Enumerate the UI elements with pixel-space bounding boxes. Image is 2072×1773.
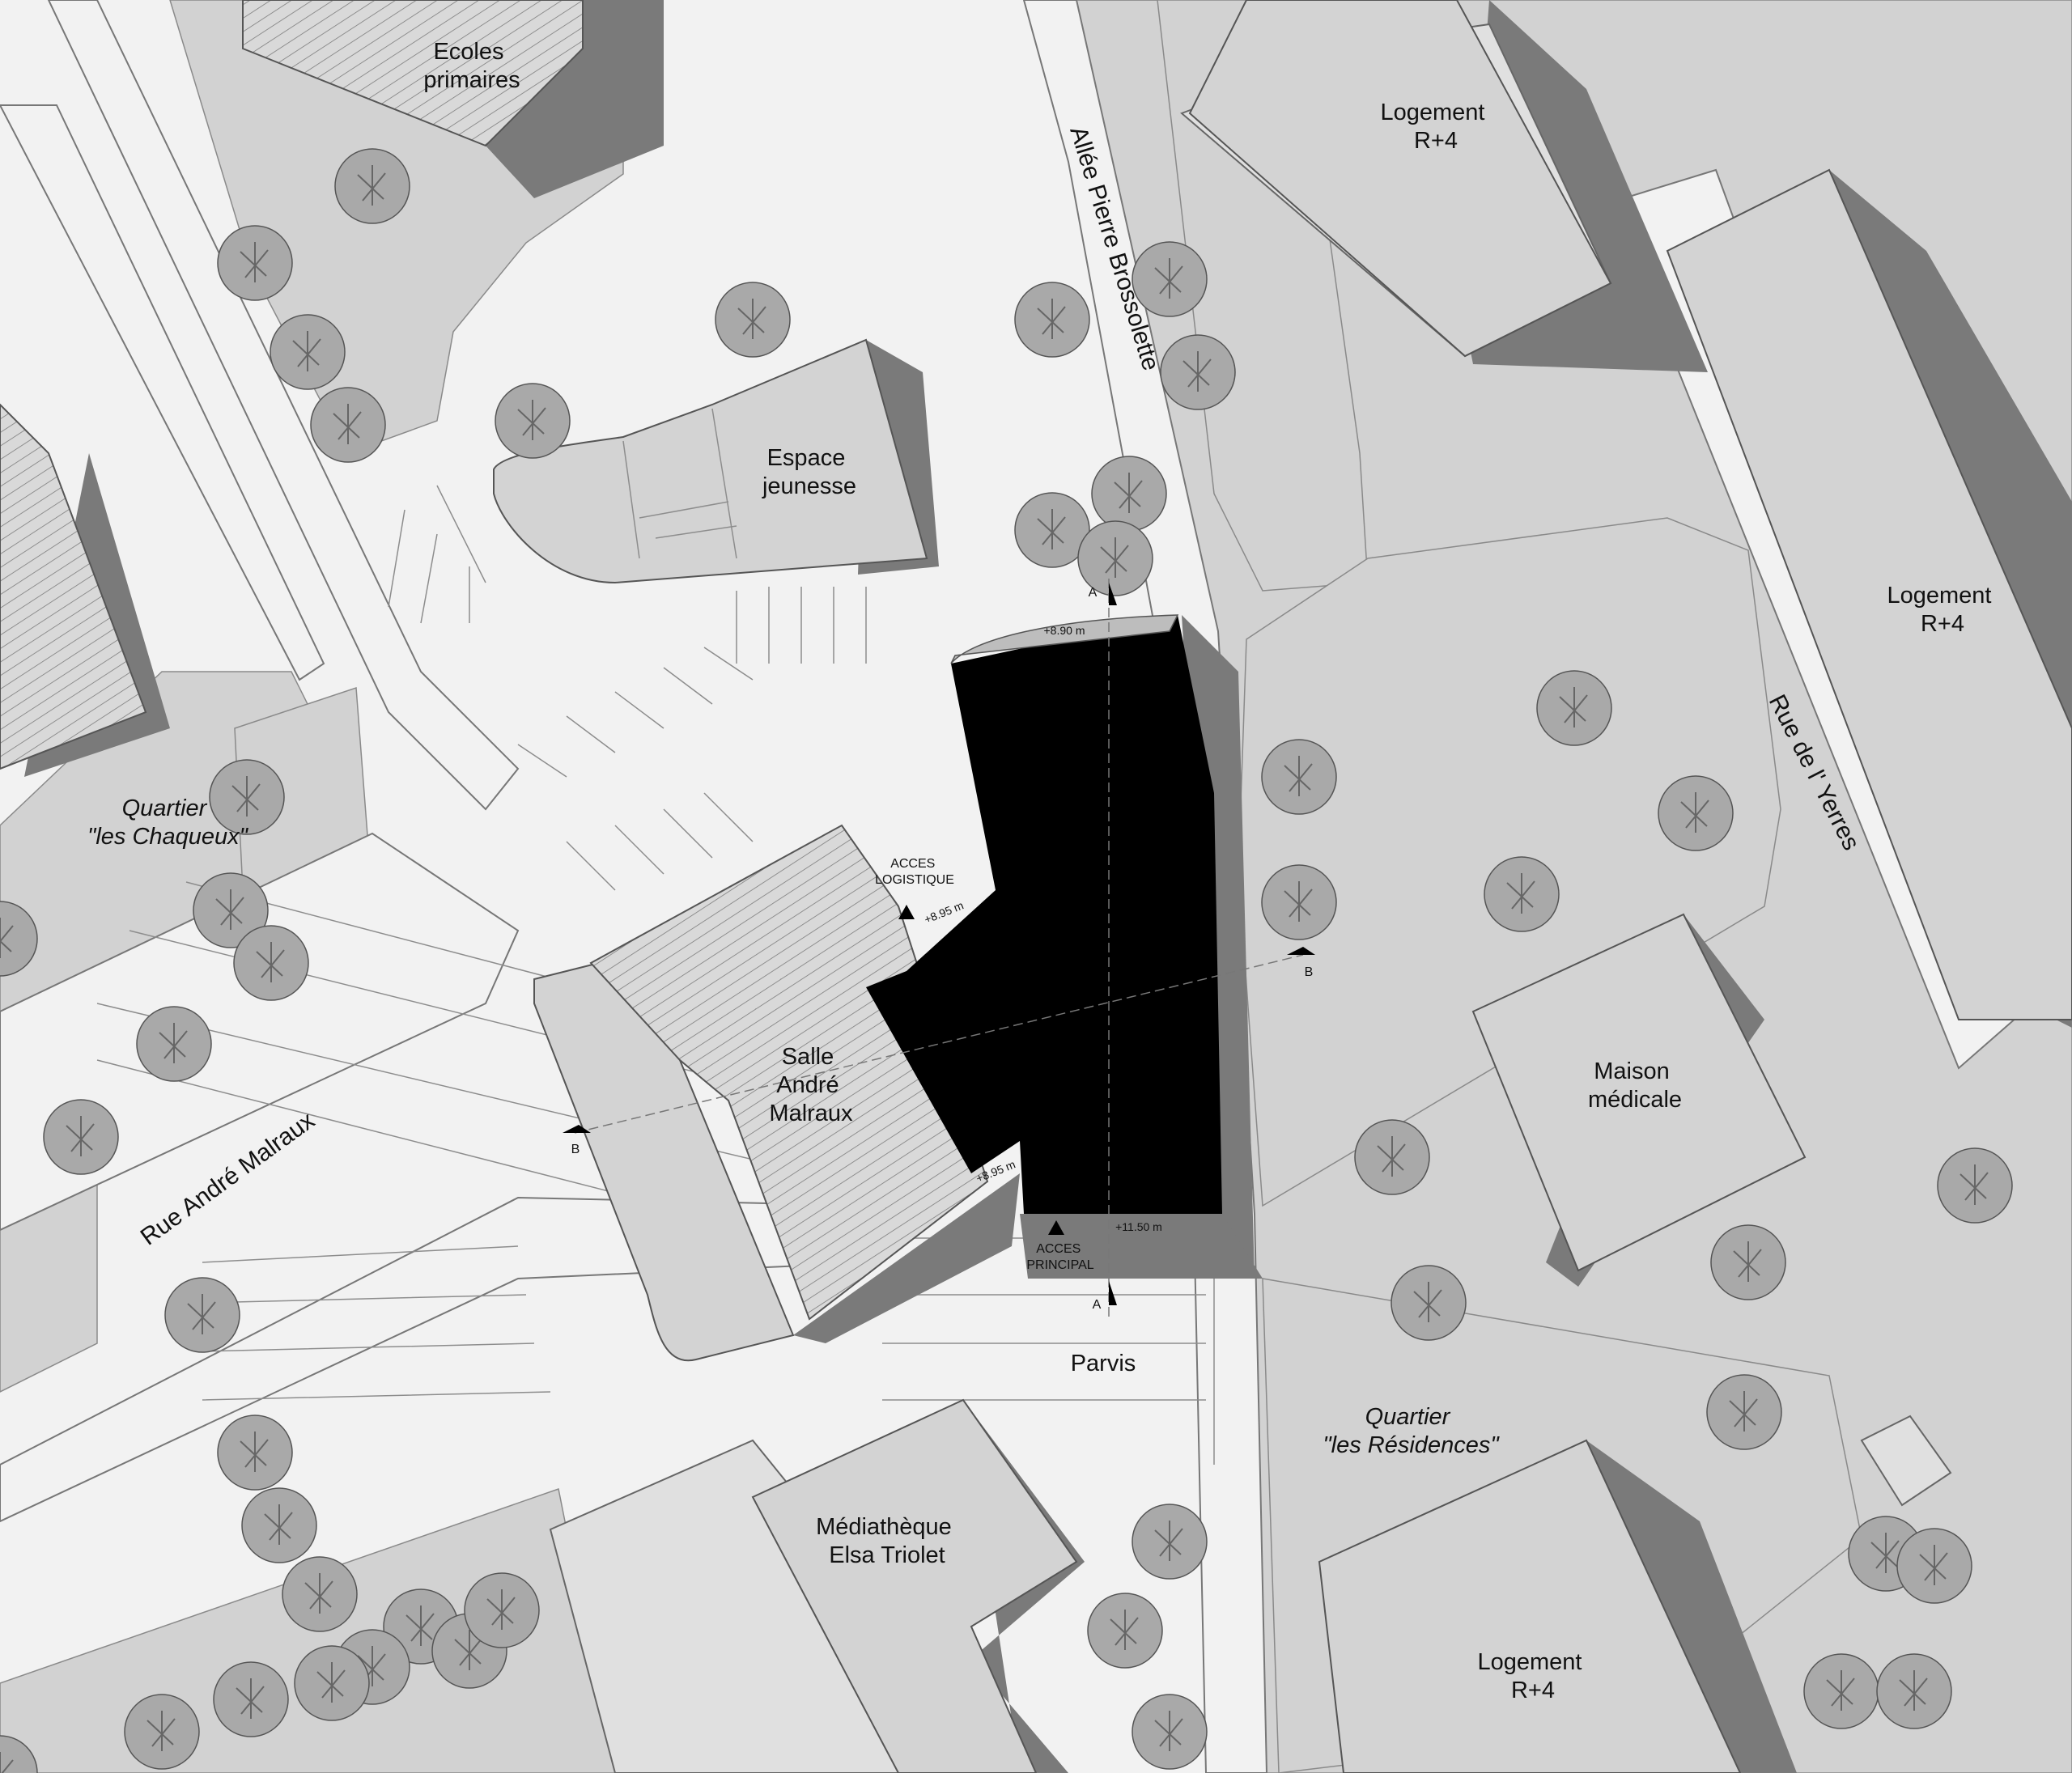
dimension-bottom: +11.50 m xyxy=(1115,1220,1162,1233)
section-mark-b-right: B xyxy=(1305,965,1314,979)
section-lines xyxy=(563,579,1315,1319)
arrow-principal-icon xyxy=(1048,1220,1064,1235)
label-espace-jeunesse: Espace jeunesse xyxy=(762,445,856,499)
arrow-logistique-icon xyxy=(898,905,915,919)
label-acces-principal: ACCES PRINCIPAL xyxy=(1026,1242,1093,1272)
section-mark-b-left: B xyxy=(571,1143,580,1156)
arrow-a-top-icon xyxy=(1109,583,1117,605)
label-logement-bottom: Logement R+4 xyxy=(1477,1649,1588,1703)
salle-andre-malraux-building xyxy=(533,824,1020,1362)
logement-top-building xyxy=(1180,0,1708,372)
ecoles-primaires-building xyxy=(242,0,664,198)
maison-medicale-building xyxy=(1471,913,1807,1287)
arrow-b-right-icon xyxy=(1287,947,1315,955)
section-mark-a-bottom: A xyxy=(1093,1298,1102,1312)
new-building xyxy=(866,614,1263,1279)
logement-bottom-building xyxy=(1318,1415,1952,1773)
label-parvis: Parvis xyxy=(1071,1351,1136,1376)
dimension-top: +8.90 m xyxy=(1044,624,1085,637)
label-logement-top: Logement R+4 xyxy=(1380,100,1491,154)
arrow-b-left-icon xyxy=(563,1125,591,1133)
section-mark-a-top: A xyxy=(1089,586,1098,600)
hatched-building-left xyxy=(0,403,170,777)
label-quartier-residences: Quartier "les Résidences" xyxy=(1323,1404,1500,1458)
label-mediatheque: Médiathèque Elsa Triolet xyxy=(816,1514,958,1568)
label-acces-logistique: ACCES LOGISTIQUE xyxy=(875,857,954,887)
label-maison-medicale: Maison médicale xyxy=(1588,1058,1682,1113)
label-ecoles: Ecoles primaires xyxy=(423,39,520,93)
arrow-a-bottom-icon xyxy=(1109,1281,1117,1305)
parking-stalls xyxy=(96,485,1215,1465)
label-salle-andre-malraux: Salle André Malraux xyxy=(769,1044,853,1126)
logement-right-building xyxy=(1666,168,2072,1028)
espace-jeunesse-building xyxy=(493,338,939,584)
label-quartier-chaqueux: Quartier "les Chaqueux" xyxy=(87,795,249,850)
mediatheque-building xyxy=(549,1398,1085,1773)
label-logement-right: Logement R+4 xyxy=(1887,583,1998,637)
